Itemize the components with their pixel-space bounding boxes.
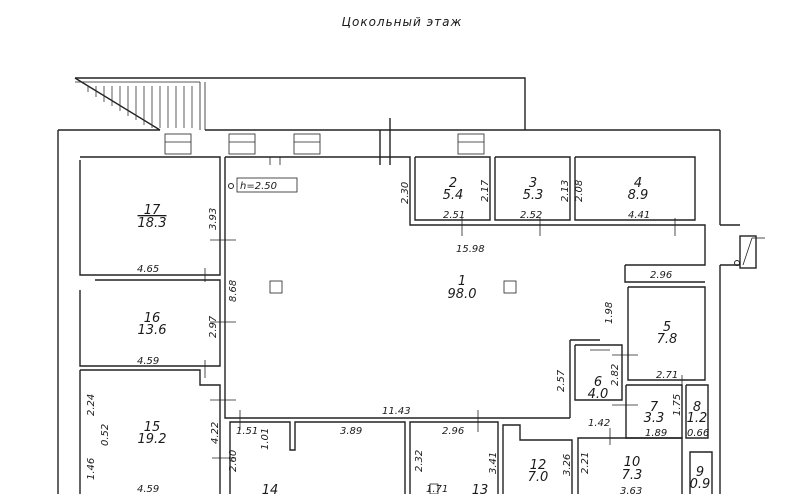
room-15-area: 19.2 [138, 432, 167, 447]
room-12-number: 12 [530, 458, 547, 473]
room-15-number: 15 [144, 420, 161, 435]
dim-label: 2.71 [656, 370, 678, 381]
room-6: 6 4.0 [574, 344, 623, 402]
room-4-number: 4 [634, 176, 642, 191]
room-1-area: 98.0 [448, 287, 477, 302]
dim-label: 2.96 [442, 426, 464, 437]
dim-label: 3.41 [488, 452, 499, 474]
dim-label: 2.97 [208, 315, 219, 338]
dim-label: 0.52 [100, 424, 111, 446]
dim-label: 2.52 [520, 210, 542, 221]
room-3-area: 5.3 [523, 188, 544, 203]
dim-label: 2.30 [400, 182, 411, 204]
dim-label: 15.98 [456, 244, 485, 255]
room-17-area: 18.3 [138, 216, 167, 231]
dim-label: 1.89 [645, 428, 667, 439]
room-8-number: 8 [693, 400, 701, 415]
dim-label: 1.46 [86, 458, 97, 480]
room-16: 16 13.6 [79, 279, 221, 367]
height-label: h=2.50 [240, 181, 277, 192]
room-5-area: 7.8 [657, 332, 678, 347]
dim-label: 4.59 [137, 484, 159, 494]
room-9-number: 9 [696, 465, 704, 480]
room-4: 4 8.9 [574, 156, 696, 221]
dim-label: 3.63 [620, 486, 642, 494]
room-13-number: 13 [472, 483, 489, 494]
dim-label: 11.43 [382, 406, 411, 417]
room-7-number: 7 [650, 400, 659, 415]
room-12: 12 7.0 [502, 424, 573, 494]
dim-label: 1.71 [426, 484, 448, 494]
room-15: 15 19.2 [79, 369, 221, 494]
dim-label: 3.89 [340, 426, 362, 437]
dim-label: 1.75 [672, 394, 683, 416]
dim-label: 2.51 [443, 210, 465, 221]
windows [164, 118, 485, 165]
room-10-number: 10 [624, 455, 641, 470]
room-7-area: 3.3 [644, 411, 665, 426]
plan-title: Цокольный этаж [342, 15, 463, 29]
room-3: 3 5.3 [494, 156, 571, 221]
room-8-area: 1.2 [687, 411, 708, 426]
room-17-number: 17 [144, 203, 161, 218]
room-3-number: 3 [529, 176, 537, 191]
room-2: 2 5.4 [414, 156, 491, 221]
room-6-area: 4.0 [588, 387, 609, 402]
room-16-number: 16 [144, 311, 161, 326]
room-17: 17 18.3 [79, 156, 221, 276]
dim-label: 2.08 [574, 180, 585, 202]
room-10: 10 7.3 [577, 437, 683, 494]
dimension-labels: 2.30 2.17 2.13 2.08 2.51 2.52 4.41 15.98… [86, 179, 709, 494]
dim-label: 2.60 [228, 450, 239, 472]
room-2-area: 5.4 [443, 188, 464, 203]
dim-label: 4.59 [137, 356, 159, 367]
dim-label: 2.57 [556, 369, 567, 392]
room-6-number: 6 [594, 375, 602, 390]
room-1: 1 98.0 h=2.50 [224, 156, 706, 419]
wall-ticks [204, 157, 683, 459]
room-16-area: 13.6 [138, 323, 167, 338]
room-12-area: 7.0 [528, 470, 549, 485]
dim-label: 2.24 [86, 394, 97, 416]
room-8: 8 1.2 [685, 384, 709, 439]
dim-label: 2.82 [610, 364, 621, 386]
room-9-area: 0.9 [690, 477, 711, 492]
dim-label: 1.42 [588, 418, 610, 429]
staircase [74, 77, 526, 131]
dim-label: 8.68 [228, 280, 239, 302]
dim-label: 2.13 [560, 180, 571, 202]
room-14-number: 14 [262, 483, 279, 494]
dim-label: 2.96 [650, 270, 672, 281]
room-10-area: 7.3 [622, 468, 643, 483]
outer-walls [57, 129, 765, 494]
room-13: 13 [409, 421, 499, 494]
dim-label: 4.22 [210, 422, 221, 444]
room-1-number: 1 [458, 274, 466, 289]
dim-label: 3.93 [208, 208, 219, 230]
room-9: 9 0.9 [689, 451, 713, 494]
dim-label: 3.26 [562, 454, 573, 476]
room-2-number: 2 [449, 176, 457, 191]
dim-label: 0.66 [687, 428, 709, 439]
room-4-area: 8.9 [628, 188, 649, 203]
dim-label: 1.51 [236, 426, 258, 437]
dim-label: 1.98 [604, 302, 615, 324]
dim-label: 2.21 [580, 452, 591, 474]
dim-label: 2.32 [414, 450, 425, 472]
dim-label: 2.17 [480, 179, 491, 202]
dim-label: 4.41 [628, 210, 650, 221]
room-5-number: 5 [663, 320, 671, 335]
dim-label: 4.65 [137, 264, 159, 275]
dim-label: 1.01 [260, 428, 271, 450]
room-5: 5 7.8 [627, 286, 706, 381]
